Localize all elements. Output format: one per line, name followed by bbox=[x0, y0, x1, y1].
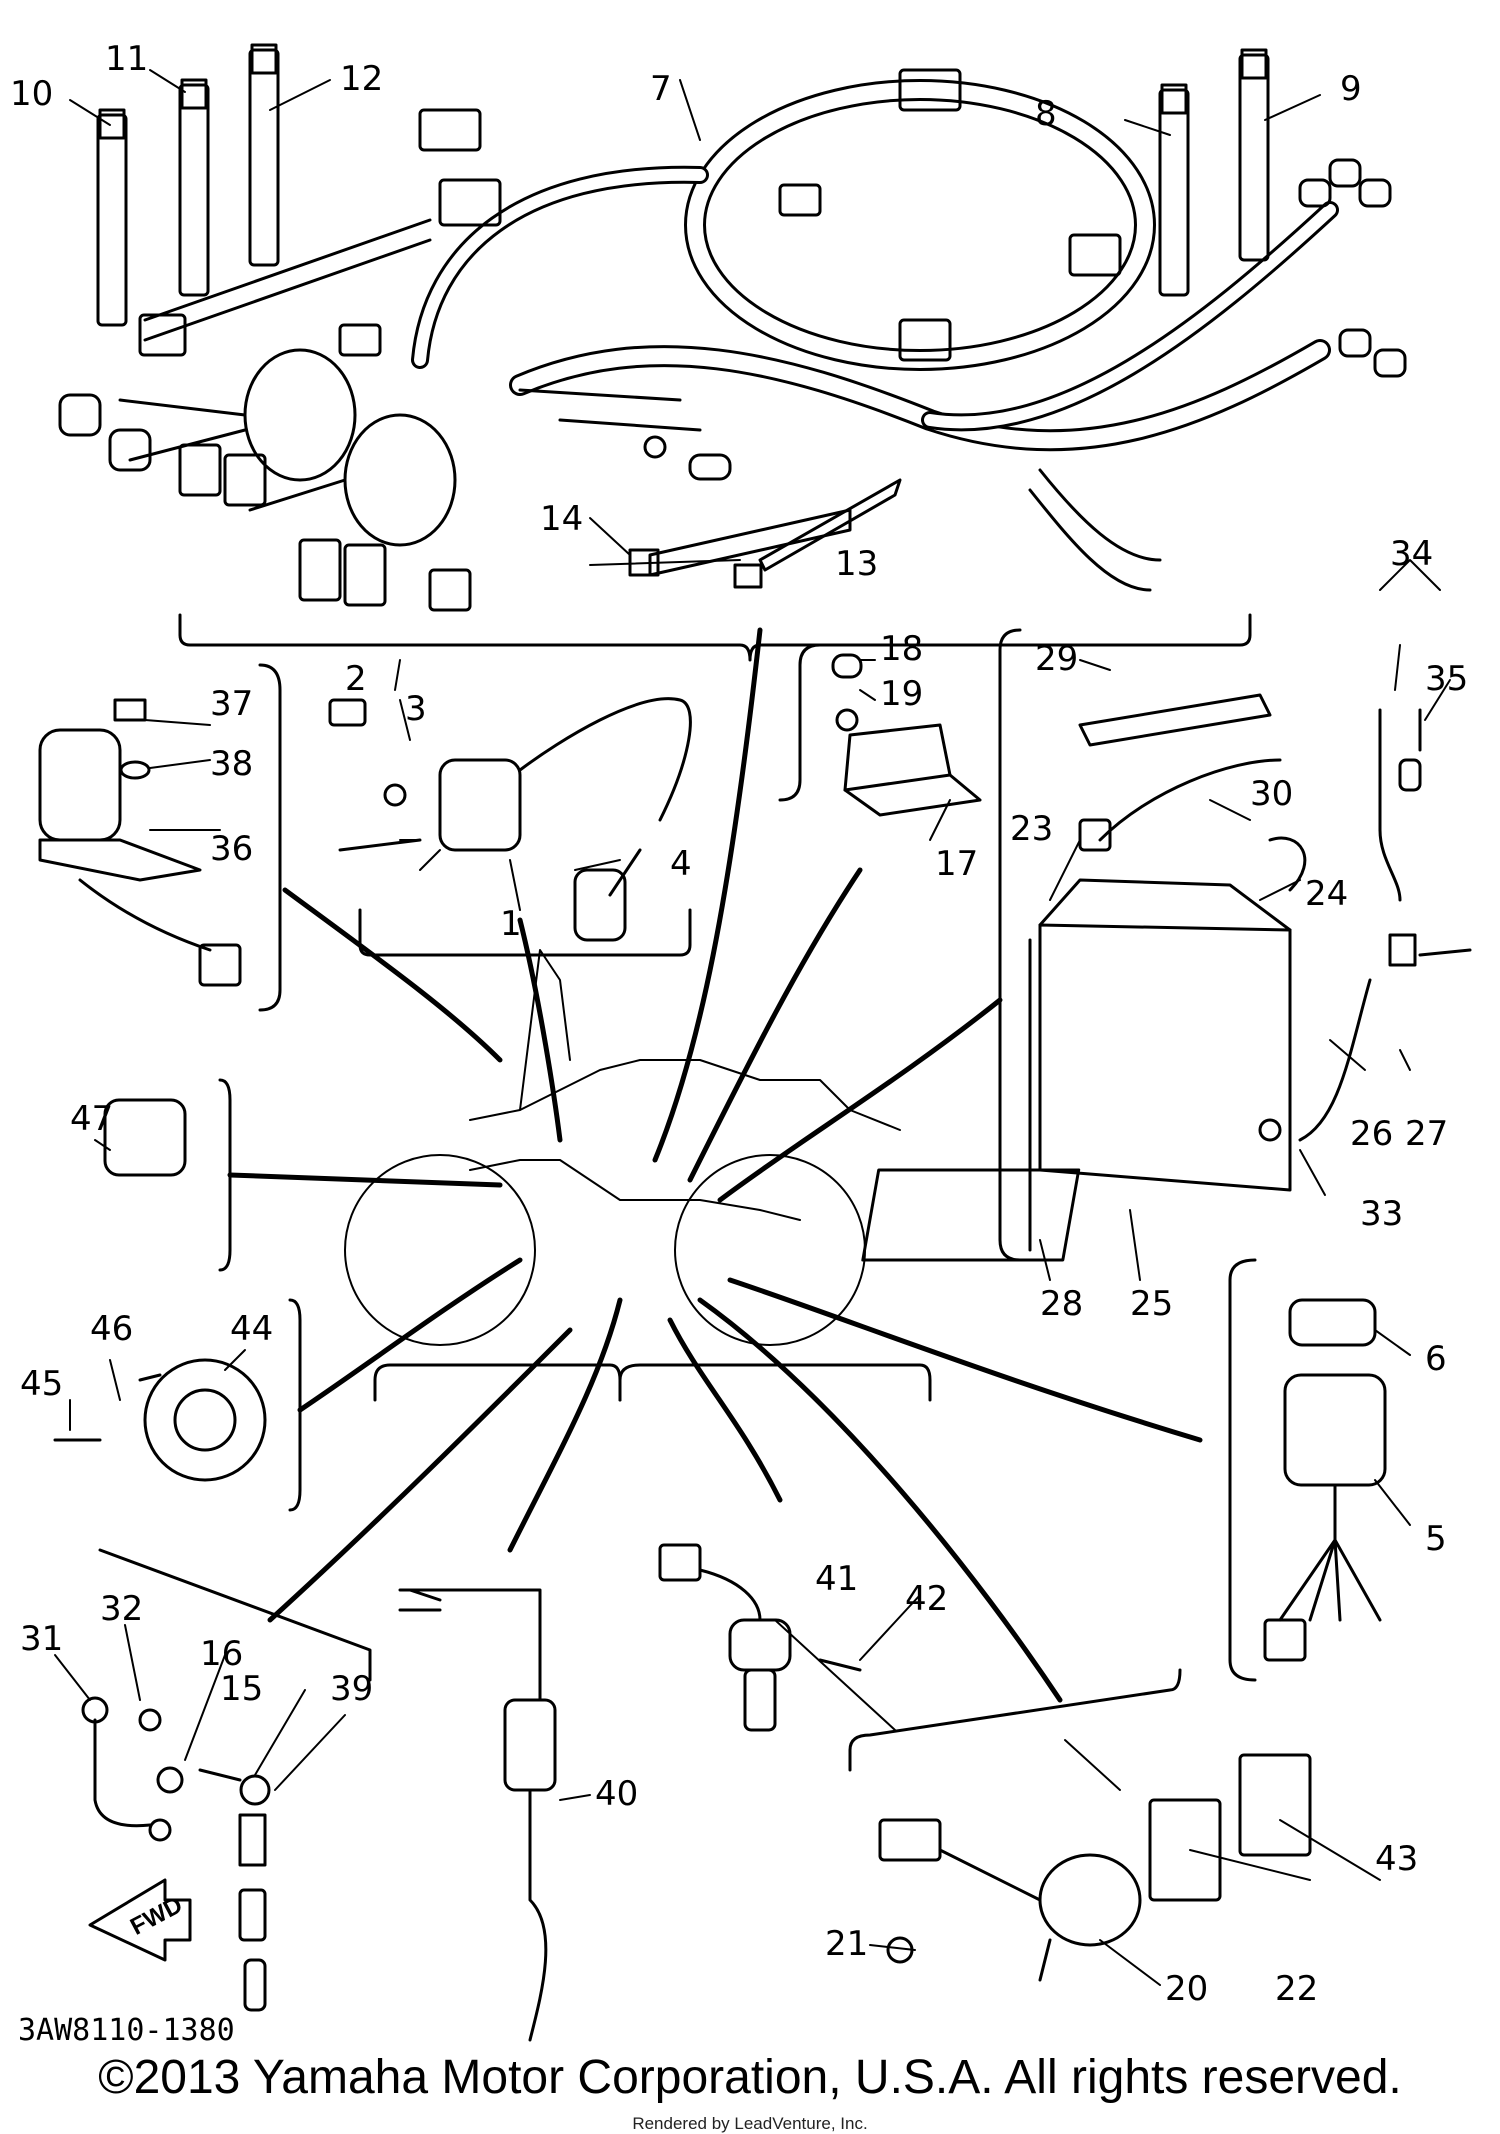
callout-6: 6 bbox=[1425, 1339, 1447, 1379]
callout-13: 13 bbox=[835, 544, 878, 584]
callout-47: 47 bbox=[70, 1099, 113, 1139]
callout-46: 46 bbox=[90, 1309, 133, 1349]
callout-37: 37 bbox=[210, 684, 253, 724]
callout-5: 5 bbox=[1425, 1519, 1447, 1559]
callout-24: 24 bbox=[1305, 874, 1348, 914]
callout-11: 11 bbox=[105, 39, 148, 79]
fwd-arrow-icon bbox=[88, 1878, 192, 1962]
callout-19: 19 bbox=[880, 674, 923, 714]
callout-9: 9 bbox=[1340, 69, 1362, 109]
switch-41-group bbox=[618, 1363, 932, 1732]
rendered-by-text: Rendered by LeadVenture, Inc. bbox=[632, 2114, 868, 2133]
leader-lines bbox=[227, 627, 1203, 1703]
motorcycle-outline bbox=[344, 949, 901, 1346]
callout-27: 27 bbox=[1405, 1114, 1448, 1154]
callout-numbers: 1 2 3 4 5 6 7 8 9 10 11 12 13 14 15 16 1… bbox=[10, 39, 1468, 2009]
ignition-coil-group bbox=[328, 697, 692, 957]
callout-10: 10 bbox=[10, 74, 53, 114]
callout-23: 23 bbox=[1010, 809, 1053, 849]
callout-1: 1 bbox=[500, 904, 522, 944]
callout-36: 36 bbox=[210, 829, 253, 869]
rectifier-group bbox=[778, 643, 982, 817]
callout-39: 39 bbox=[330, 1669, 373, 1709]
callout-28: 28 bbox=[1040, 1284, 1083, 1324]
callout-42: 42 bbox=[905, 1579, 948, 1619]
callout-8: 8 bbox=[1035, 94, 1057, 134]
callout-3: 3 bbox=[405, 689, 427, 729]
callout-leaders bbox=[54, 69, 1451, 1986]
horn-group bbox=[53, 1298, 302, 1512]
callout-41: 41 bbox=[815, 1559, 858, 1599]
callout-33: 33 bbox=[1360, 1194, 1403, 1234]
callout-43: 43 bbox=[1375, 1839, 1418, 1879]
callout-21: 21 bbox=[825, 1924, 868, 1964]
callout-15: 15 bbox=[220, 1669, 263, 1709]
callout-18: 18 bbox=[880, 629, 923, 669]
callout-25: 25 bbox=[1130, 1284, 1173, 1324]
callout-20: 20 bbox=[1165, 1969, 1208, 2009]
cdi-group bbox=[1228, 1258, 1387, 1682]
battery-group bbox=[861, 628, 1472, 1262]
ignition-switch-group bbox=[38, 663, 282, 1012]
neutral-switch-group bbox=[81, 1548, 372, 2012]
callout-35: 35 bbox=[1425, 659, 1468, 699]
callout-29: 29 bbox=[1035, 639, 1078, 679]
callout-45: 45 bbox=[20, 1364, 63, 1404]
callout-7: 7 bbox=[650, 69, 672, 109]
wire-harness bbox=[58, 43, 1407, 662]
starter-relay-group bbox=[848, 1668, 1312, 1982]
part-code: 3AW8110-1380 bbox=[18, 2013, 235, 2048]
callout-26: 26 bbox=[1350, 1114, 1393, 1154]
callout-22: 22 bbox=[1275, 1969, 1318, 2009]
callout-4: 4 bbox=[670, 844, 692, 884]
copyright-text: ©2013 Yamaha Motor Corporation, U.S.A. A… bbox=[98, 2051, 1402, 2104]
callout-16: 16 bbox=[200, 1634, 243, 1674]
callout-17: 17 bbox=[935, 844, 978, 884]
callout-34: 34 bbox=[1390, 534, 1433, 574]
callout-40: 40 bbox=[595, 1774, 638, 1814]
callout-30: 30 bbox=[1250, 774, 1293, 814]
callout-44: 44 bbox=[230, 1309, 273, 1349]
relay-group bbox=[103, 1078, 232, 1272]
callout-14: 14 bbox=[540, 499, 583, 539]
callout-38: 38 bbox=[210, 744, 253, 784]
callout-12: 12 bbox=[340, 59, 383, 99]
callout-31: 31 bbox=[20, 1619, 63, 1659]
callout-2: 2 bbox=[345, 659, 367, 699]
callout-32: 32 bbox=[100, 1589, 143, 1629]
sensor-40-group bbox=[373, 1363, 622, 2042]
